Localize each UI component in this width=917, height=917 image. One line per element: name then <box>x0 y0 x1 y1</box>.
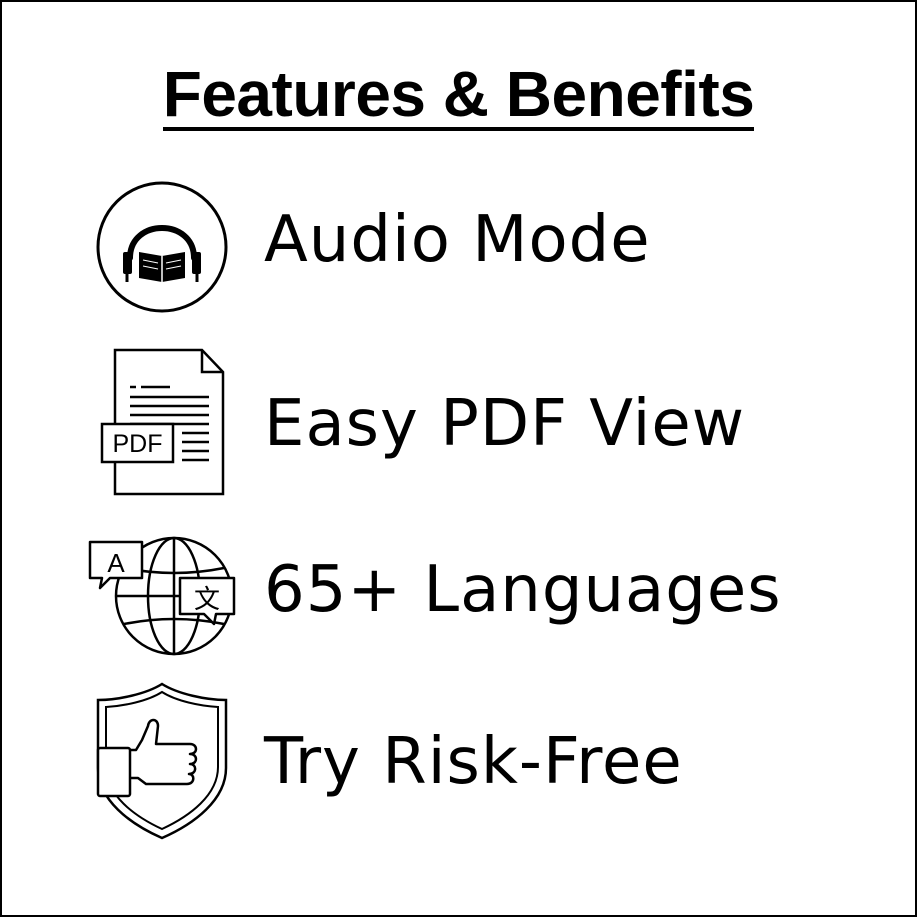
feature-label-try-risk-free: Try Risk-Free <box>264 725 683 799</box>
translate-glyph-a: A <box>107 548 125 578</box>
page-title: Features & Benefits <box>2 54 915 134</box>
pdf-document-icon: PDF <box>86 344 246 504</box>
feature-label-easy-pdf-view: Easy PDF View <box>264 387 746 461</box>
feature-audio-mode: Audio Mode <box>2 160 915 320</box>
shield-thumbs-up-icon <box>86 682 246 842</box>
page-title-text: Features & Benefits <box>162 58 755 131</box>
pdf-badge-text: PDF <box>113 430 163 458</box>
feature-easy-pdf-view: PDF Easy PDF View <box>2 344 915 504</box>
globe-translate-icon: A 文 <box>86 510 246 670</box>
translate-glyph-wen: 文 <box>194 585 220 615</box>
feature-try-risk-free: Try Risk-Free <box>2 682 915 842</box>
feature-label-65-languages: 65+ Languages <box>264 553 782 627</box>
feature-label-audio-mode: Audio Mode <box>264 203 651 277</box>
audiobook-headphones-icon <box>86 160 246 320</box>
feature-65-languages: A 文 65+ Languages <box>2 510 915 670</box>
